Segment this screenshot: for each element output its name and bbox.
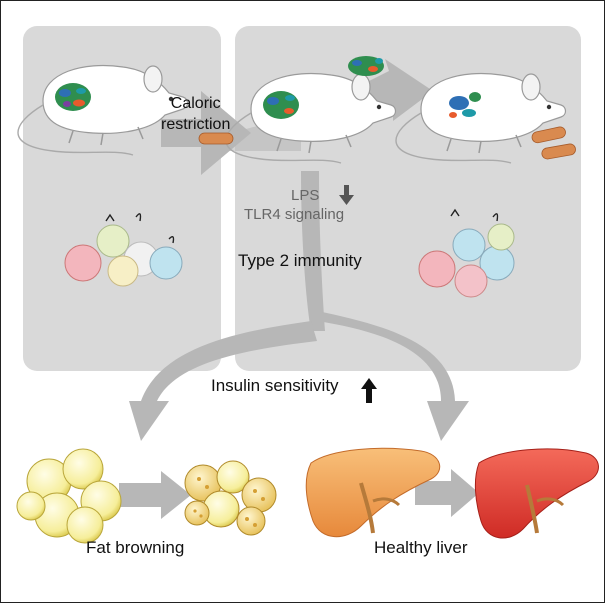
gut-microbiota-icon <box>449 92 481 118</box>
caloric-restriction-line1: Caloric <box>170 95 221 112</box>
fat-cells-icon <box>184 460 277 536</box>
up-arrow-icon <box>361 378 377 403</box>
liver-icon <box>474 448 599 539</box>
down-arrow-icon <box>339 185 354 205</box>
gut-microbiota-icon <box>348 56 384 76</box>
tlr4-signaling-label: TLR4 signaling <box>244 206 345 223</box>
immune-cells-icon <box>64 213 183 287</box>
gut-microbiota-icon <box>263 91 299 119</box>
caloric-restriction-line2: restriction <box>161 116 231 133</box>
caloric-restriction-label: Caloric restriction <box>161 93 230 135</box>
liver-icon <box>305 447 441 538</box>
lps-label: LPS <box>291 187 320 204</box>
fat-browning-label: Fat browning <box>86 538 185 557</box>
healthy-liver-label: Healthy liver <box>374 538 468 557</box>
fat-cells-icon <box>16 448 122 544</box>
insulin-sensitivity-label: Insulin sensitivity <box>211 376 339 395</box>
gut-microbiota-icon <box>55 83 91 111</box>
immune-cells-icon <box>418 208 515 298</box>
type2-immunity-label: Type 2 immunity <box>238 251 362 270</box>
